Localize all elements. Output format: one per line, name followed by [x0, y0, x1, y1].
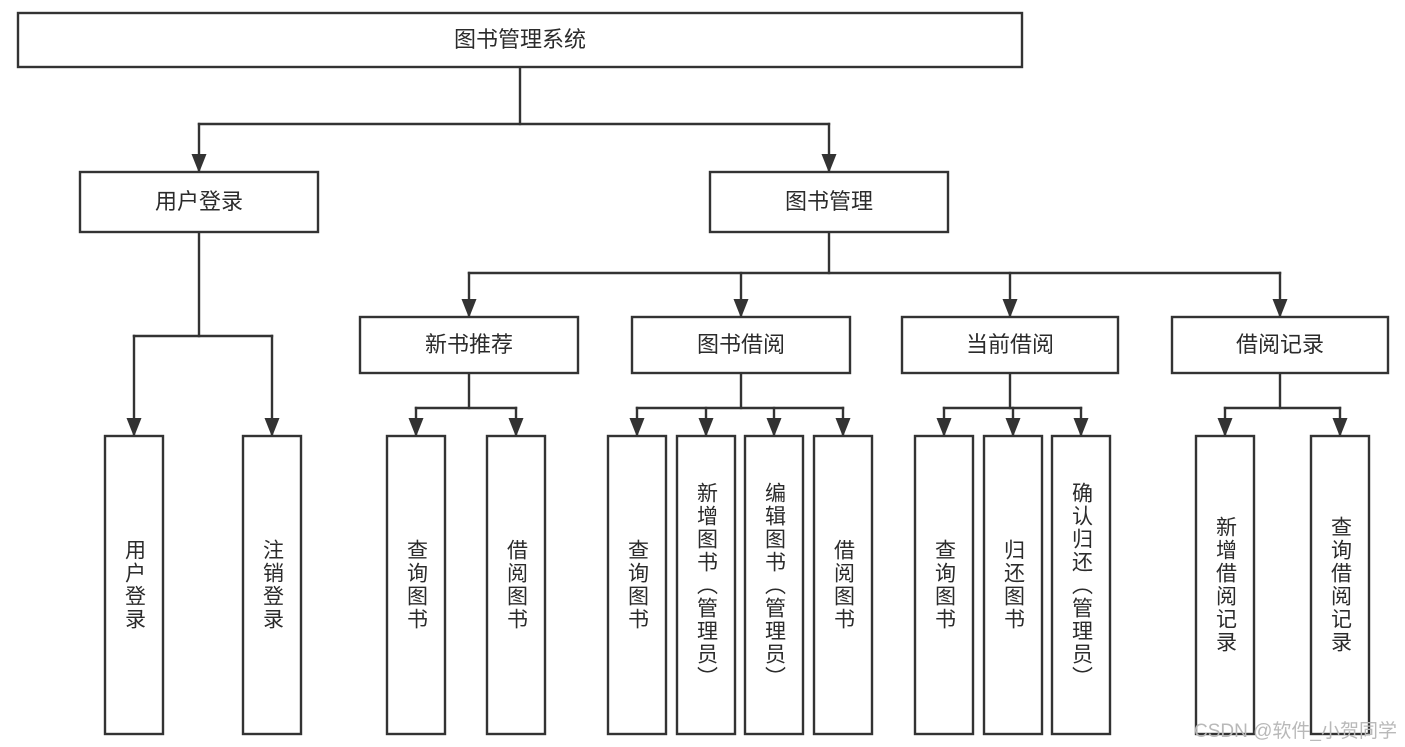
node-box-rect[interactable] [385, 434, 447, 736]
node-box-rect[interactable] [241, 434, 303, 736]
node-label: 图书管理系统 [454, 27, 586, 52]
node-book-borrow[interactable]: 图书借阅 [630, 315, 852, 375]
node-box-rect[interactable] [913, 434, 975, 736]
node-leaf-query-book-3[interactable] [913, 434, 975, 736]
node-label-vertical: 新增借阅记录 [1196, 436, 1254, 734]
node-leaf-confirm-return[interactable] [1050, 434, 1112, 736]
node-leaf-add-record[interactable] [1194, 434, 1256, 736]
arrow-head-icon [1073, 418, 1089, 437]
node-label-vertical: 查询图书 [915, 436, 973, 734]
node-box-rect[interactable] [358, 315, 580, 375]
node-label: 编辑图书（管理员） [762, 481, 786, 689]
node-box-rect[interactable] [1170, 315, 1390, 375]
arrow-head-icon [766, 418, 782, 437]
node-box-rect[interactable] [900, 315, 1120, 375]
node-box-rect[interactable] [1309, 434, 1371, 736]
node-box-rect[interactable] [708, 170, 950, 234]
node-label: 当前借阅 [966, 332, 1054, 357]
node-label: 用户登录 [155, 189, 243, 214]
node-label: 注销登录 [260, 539, 284, 631]
arrow-head-icon [264, 418, 280, 437]
node-label: 查询图书 [625, 539, 649, 631]
node-label-vertical: 查询图书 [608, 436, 666, 734]
arrow-head-icon [733, 299, 749, 318]
node-label-vertical: 新增图书（管理员） [677, 436, 735, 734]
node-label-vertical: 确认归还（管理员） [1052, 436, 1110, 734]
arrow-head-icon [936, 418, 952, 437]
node-leaf-logout[interactable] [241, 434, 303, 736]
arrow-head-icon [1272, 299, 1288, 318]
arrow-head-icon [835, 418, 851, 437]
node-box-rect[interactable] [103, 434, 165, 736]
node-label: 用户登录 [122, 539, 146, 631]
node-box-rect[interactable] [982, 434, 1044, 736]
node-box-rect[interactable] [1194, 434, 1256, 736]
node-leaf-user-login[interactable] [103, 434, 165, 736]
node-label-vertical: 编辑图书（管理员） [745, 436, 803, 734]
arrow-head-icon [698, 418, 714, 437]
node-label: 新书推荐 [425, 332, 513, 357]
node-box-rect[interactable] [743, 434, 805, 736]
arrow-head-icon [191, 154, 207, 173]
node-box-rect[interactable] [630, 315, 852, 375]
node-box-rect[interactable] [606, 434, 668, 736]
arrow-head-icon [1005, 418, 1021, 437]
arrow-head-icon [1332, 418, 1348, 437]
node-leaf-add-book[interactable] [675, 434, 737, 736]
node-box-rect[interactable] [812, 434, 874, 736]
node-new-book-rec[interactable]: 新书推荐 [358, 315, 580, 375]
connector-edges-layer [126, 65, 1348, 437]
node-label-vertical: 借阅图书 [814, 436, 872, 734]
node-label-vertical: 借阅图书 [487, 436, 545, 734]
arrow-head-icon [1002, 299, 1018, 318]
node-label: 图书借阅 [697, 332, 785, 357]
node-label-vertical: 查询借阅记录 [1311, 436, 1369, 734]
node-root[interactable]: 图书管理系统 [16, 11, 1024, 69]
node-box-rect[interactable] [485, 434, 547, 736]
arrow-head-icon [126, 418, 142, 437]
arrow-head-icon [821, 154, 837, 173]
arrow-head-icon [461, 299, 477, 318]
node-leaf-query-book-2[interactable] [606, 434, 668, 736]
arrow-head-icon [629, 418, 645, 437]
node-label: 借阅图书 [504, 539, 528, 631]
node-current-borrow[interactable]: 当前借阅 [900, 315, 1120, 375]
node-label-vertical: 注销登录 [243, 436, 301, 734]
node-leaf-borrow-book-2[interactable] [812, 434, 874, 736]
arrow-head-icon [408, 418, 424, 437]
node-label: 新增图书（管理员） [694, 481, 718, 689]
node-leaf-borrow-book-1[interactable] [485, 434, 547, 736]
node-leaf-query-book-1[interactable] [385, 434, 447, 736]
arrow-head-icon [508, 418, 524, 437]
node-leaf-query-record[interactable] [1309, 434, 1371, 736]
node-label: 借阅图书 [831, 539, 855, 631]
node-box-rect[interactable] [16, 11, 1024, 69]
arrow-head-icon [1217, 418, 1233, 437]
node-leaf-edit-book[interactable] [743, 434, 805, 736]
node-label-vertical: 查询图书 [387, 436, 445, 734]
node-leaf-return-book[interactable] [982, 434, 1044, 736]
node-label-vertical: 用户登录 [105, 436, 163, 734]
node-label: 归还图书 [1001, 539, 1025, 631]
node-label-vertical: 归还图书 [984, 436, 1042, 734]
node-book-manage[interactable]: 图书管理 [708, 170, 950, 234]
node-label: 新增借阅记录 [1213, 516, 1237, 654]
node-label: 查询图书 [932, 539, 956, 631]
node-user-login[interactable]: 用户登录 [78, 170, 320, 234]
node-box-rect[interactable] [675, 434, 737, 736]
node-label: 查询借阅记录 [1328, 516, 1352, 654]
node-label: 查询图书 [404, 539, 428, 631]
node-box-rect[interactable] [78, 170, 320, 234]
node-label: 借阅记录 [1236, 332, 1324, 357]
node-label: 图书管理 [785, 189, 873, 214]
node-box-rect[interactable] [1050, 434, 1112, 736]
node-label: 确认归还（管理员） [1069, 481, 1093, 689]
node-borrow-record[interactable]: 借阅记录 [1170, 315, 1390, 375]
